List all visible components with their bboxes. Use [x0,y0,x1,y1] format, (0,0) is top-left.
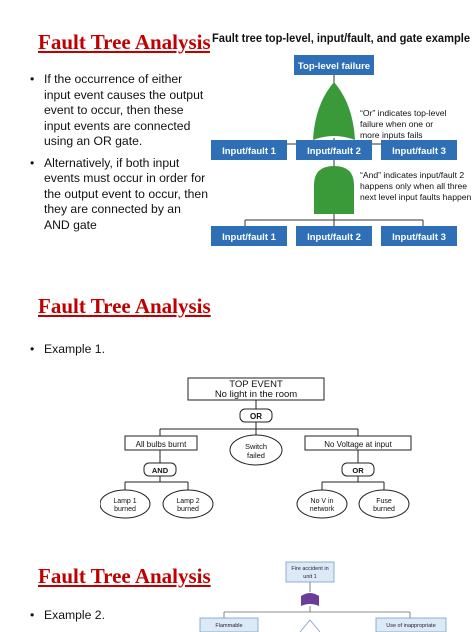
input-fault-label: Input/fault 3 [392,146,446,157]
input-fault-box [381,140,457,160]
and-note-line: happens only when all three [360,181,467,191]
bullet-list: Example 2. [30,608,230,624]
slide-title: Fault Tree Analysis [38,564,211,588]
example-2-fault-tree-diagram: Fire accident in unit 1 Flammable Use of… [199,561,447,632]
slide-3: Fault Tree Analysis Example 2. Fire acci… [0,554,474,632]
or-note: “Or” indicates top-level failure when on… [360,108,449,140]
event-label: Use of inappropriate [386,623,436,629]
and-gate-icon [314,166,354,214]
basic-event-ellipse [100,489,151,519]
and-gate-label: AND [152,466,169,475]
leaf-label: burned [373,506,395,513]
input-fault-label: Input/fault 3 [392,232,446,243]
diamond-shape [299,619,321,632]
bullet-list: If the occurrence of either input event … [30,72,208,233]
leaf-label: Lamp 2 [176,498,199,505]
event-label: No Voltage at input [324,440,392,449]
or-gate-icon [301,593,319,606]
input-fault-label: Input/fault 1 [222,146,277,157]
slide-title: Fault Tree Analysis [38,294,211,318]
fault-tree-example-figure: Fault tree top-level, input/fault, and g… [210,22,474,270]
event-box [199,617,259,632]
bullet-item: Alternatively, if both input events must… [30,156,208,234]
top-event-label: TOP EVENT [229,379,283,390]
input-fault-label: Input/fault 2 [307,146,361,157]
slide-2: Fault Tree Analysis Example 1. [0,282,474,544]
and-note-line: “And” indicates input/fault 2 [360,170,464,180]
input-fault-box [211,140,287,160]
leaf-label: No V in [311,498,334,505]
input-fault-box [296,140,372,160]
top-event-label: Fire accident in [291,566,328,572]
figure-heading: Fault tree top-level, input/fault, and g… [212,31,470,45]
bullet-item: Example 2. [30,608,230,624]
input-fault-box [211,226,287,246]
top-level-failure-label: Top-level failure [298,61,370,72]
top-level-failure-box [294,55,374,75]
example-1-fault-tree-diagram: TOP EVENT No light in the room OR All bu… [100,377,412,519]
leaf-label: burned [114,506,136,513]
basic-event-ellipse [358,489,410,519]
input-fault-label: Input/fault 2 [307,232,361,243]
event-label: All bulbs burnt [136,440,187,449]
event-label: failed [247,451,265,460]
or-gate-label: OR [250,412,262,421]
leaf-label: Lamp 1 [113,498,136,505]
event-box [124,435,198,451]
and-note: “And” indicates input/fault 2 happens on… [360,170,472,202]
and-note-line: next level input faults happen [360,192,472,202]
input-fault-box [296,226,372,246]
basic-event-ellipse [229,434,283,466]
event-label: Flammable [215,623,242,629]
basic-event-ellipse [296,489,348,519]
slide-title: Fault Tree Analysis [38,30,211,54]
or-gate-icon [313,82,355,140]
or-note-line: “Or” indicates top-level [360,108,447,118]
or-gate-label: OR [352,466,364,475]
leaf-label: Fuse [376,498,392,505]
basic-event-ellipse [162,489,214,519]
top-event-label: unit 1 [303,574,316,580]
slide-1: Fault Tree Analysis If the occurrence of… [0,0,474,270]
or-note-line: failure when one or [360,119,433,129]
bullet-item: Example 1. [30,342,230,358]
leaf-label: burned [177,506,199,513]
leaf-label: network [310,506,335,513]
event-box [375,617,447,632]
or-note-line: more inputs fails [360,130,423,140]
event-label: Switch [245,442,267,451]
bullet-list: Example 1. [30,342,230,358]
bullet-item: If the occurrence of either input event … [30,72,208,150]
input-fault-box [381,226,457,246]
top-event-label: No light in the room [215,389,297,400]
input-fault-label: Input/fault 1 [222,232,277,243]
